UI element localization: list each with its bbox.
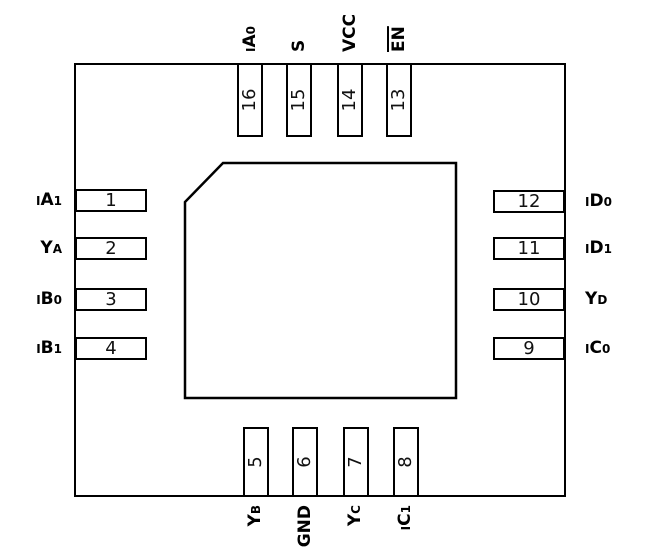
pin-label-8-sub: 1 bbox=[399, 505, 413, 514]
pin-label-15: S bbox=[289, 40, 309, 52]
pin-label-13: EN bbox=[389, 26, 409, 52]
pin-label-12-main: D bbox=[589, 191, 604, 211]
pin-box-13: 13 bbox=[386, 63, 412, 137]
pin-label-2-main: Y bbox=[40, 238, 53, 258]
pin-number-11: 11 bbox=[517, 237, 541, 259]
pin-box-12: 12 bbox=[493, 190, 565, 213]
pin-label-1-main: A bbox=[40, 190, 54, 210]
pin-label-16-prefix: I bbox=[244, 47, 258, 52]
pin-label-9-main: C bbox=[589, 338, 602, 358]
pin-label-7-main: Y bbox=[345, 513, 365, 527]
pin-label-14-main: VCC bbox=[340, 13, 360, 52]
pin-number-2: 2 bbox=[105, 237, 117, 259]
pin-label-7: YC bbox=[345, 505, 366, 553]
pin-label-3-main: B bbox=[40, 289, 54, 309]
pin-label-1-prefix: I bbox=[36, 194, 41, 208]
pin-number-10: 10 bbox=[517, 288, 541, 310]
pin-number-7: 7 bbox=[345, 456, 366, 468]
pin-number-13: 13 bbox=[388, 88, 409, 112]
pin-label-11: ID1 bbox=[585, 238, 612, 259]
pin-box-11: 11 bbox=[493, 237, 565, 260]
pin-label-3: IB0 bbox=[0, 289, 62, 310]
pin-number-14: 14 bbox=[339, 88, 360, 112]
pin-label-4: IB1 bbox=[0, 338, 62, 359]
pin-number-1: 1 bbox=[105, 189, 117, 211]
pin-label-10-main: Y bbox=[585, 289, 598, 309]
pin-box-8: 8 bbox=[393, 427, 419, 497]
pin-label-12-sub: 0 bbox=[603, 195, 612, 209]
pin-label-11-main: D bbox=[589, 238, 604, 258]
pin-box-3: 3 bbox=[75, 288, 147, 311]
pin-number-12: 12 bbox=[517, 190, 541, 212]
pin-label-8: IC1 bbox=[395, 505, 416, 553]
pin-label-7-sub: C bbox=[349, 505, 363, 514]
pin-label-11-prefix: I bbox=[585, 242, 590, 256]
pin-label-13-main: EN bbox=[389, 26, 409, 52]
chip-package-outline bbox=[74, 63, 566, 497]
pin-label-15-main: S bbox=[289, 39, 309, 52]
pin-label-4-sub: 1 bbox=[53, 342, 62, 356]
pin-box-15: 15 bbox=[286, 63, 312, 137]
pin-label-8-prefix: I bbox=[399, 525, 413, 531]
pin-label-5-sub: B bbox=[249, 505, 263, 515]
pin-label-2-sub: A bbox=[52, 242, 62, 256]
pin-label-11-sub: 1 bbox=[603, 242, 612, 256]
pin-number-4: 4 bbox=[105, 337, 117, 359]
pin-box-6: 6 bbox=[292, 427, 318, 497]
pin-box-14: 14 bbox=[337, 63, 363, 137]
pin-number-9: 9 bbox=[523, 337, 535, 359]
pin-label-2: YA bbox=[0, 238, 62, 259]
pin-box-9: 9 bbox=[493, 337, 565, 360]
pin-label-10-sub: D bbox=[597, 293, 608, 307]
pin-label-8-main: C bbox=[395, 513, 415, 526]
pin-label-16: IA0 bbox=[240, 26, 261, 52]
pin-label-16-sub: 0 bbox=[244, 26, 258, 35]
pin-number-15: 15 bbox=[288, 88, 309, 112]
pin-label-12-prefix: I bbox=[585, 195, 590, 209]
pin-label-3-prefix: I bbox=[36, 293, 41, 307]
pin-box-7: 7 bbox=[343, 427, 369, 497]
pin-label-12: ID0 bbox=[585, 191, 612, 212]
pin-label-6-main: GND bbox=[295, 505, 315, 548]
pin-label-4-prefix: I bbox=[36, 342, 41, 356]
pin-label-3-sub: 0 bbox=[53, 293, 62, 307]
pin-label-10: YD bbox=[585, 289, 607, 310]
pin-label-5-main: Y bbox=[245, 514, 265, 527]
pin-box-10: 10 bbox=[493, 288, 565, 311]
pin-number-8: 8 bbox=[395, 456, 416, 468]
pin-box-1: 1 bbox=[75, 189, 147, 212]
pin-number-3: 3 bbox=[105, 288, 117, 310]
pin-label-1-sub: 1 bbox=[53, 194, 62, 208]
pin-number-6: 6 bbox=[294, 456, 315, 468]
pin-box-2: 2 bbox=[75, 237, 147, 260]
pin-box-4: 4 bbox=[75, 337, 147, 360]
pin-box-5: 5 bbox=[243, 427, 269, 497]
pin-label-9-prefix: I bbox=[585, 342, 590, 356]
pin-label-6: GND bbox=[295, 505, 315, 553]
pin-label-1: IA1 bbox=[0, 190, 62, 211]
pin-label-5: YB bbox=[245, 505, 266, 553]
pin-label-14: VCC bbox=[340, 14, 360, 52]
pin-label-16-main: A bbox=[240, 34, 260, 48]
pin-number-5: 5 bbox=[245, 456, 266, 468]
pin-label-9: IC0 bbox=[585, 338, 610, 359]
pin-box-16: 16 bbox=[237, 63, 263, 137]
pin-label-4-main: B bbox=[40, 338, 54, 358]
pin-number-16: 16 bbox=[239, 88, 260, 112]
pin-label-9-sub: 0 bbox=[601, 342, 611, 356]
